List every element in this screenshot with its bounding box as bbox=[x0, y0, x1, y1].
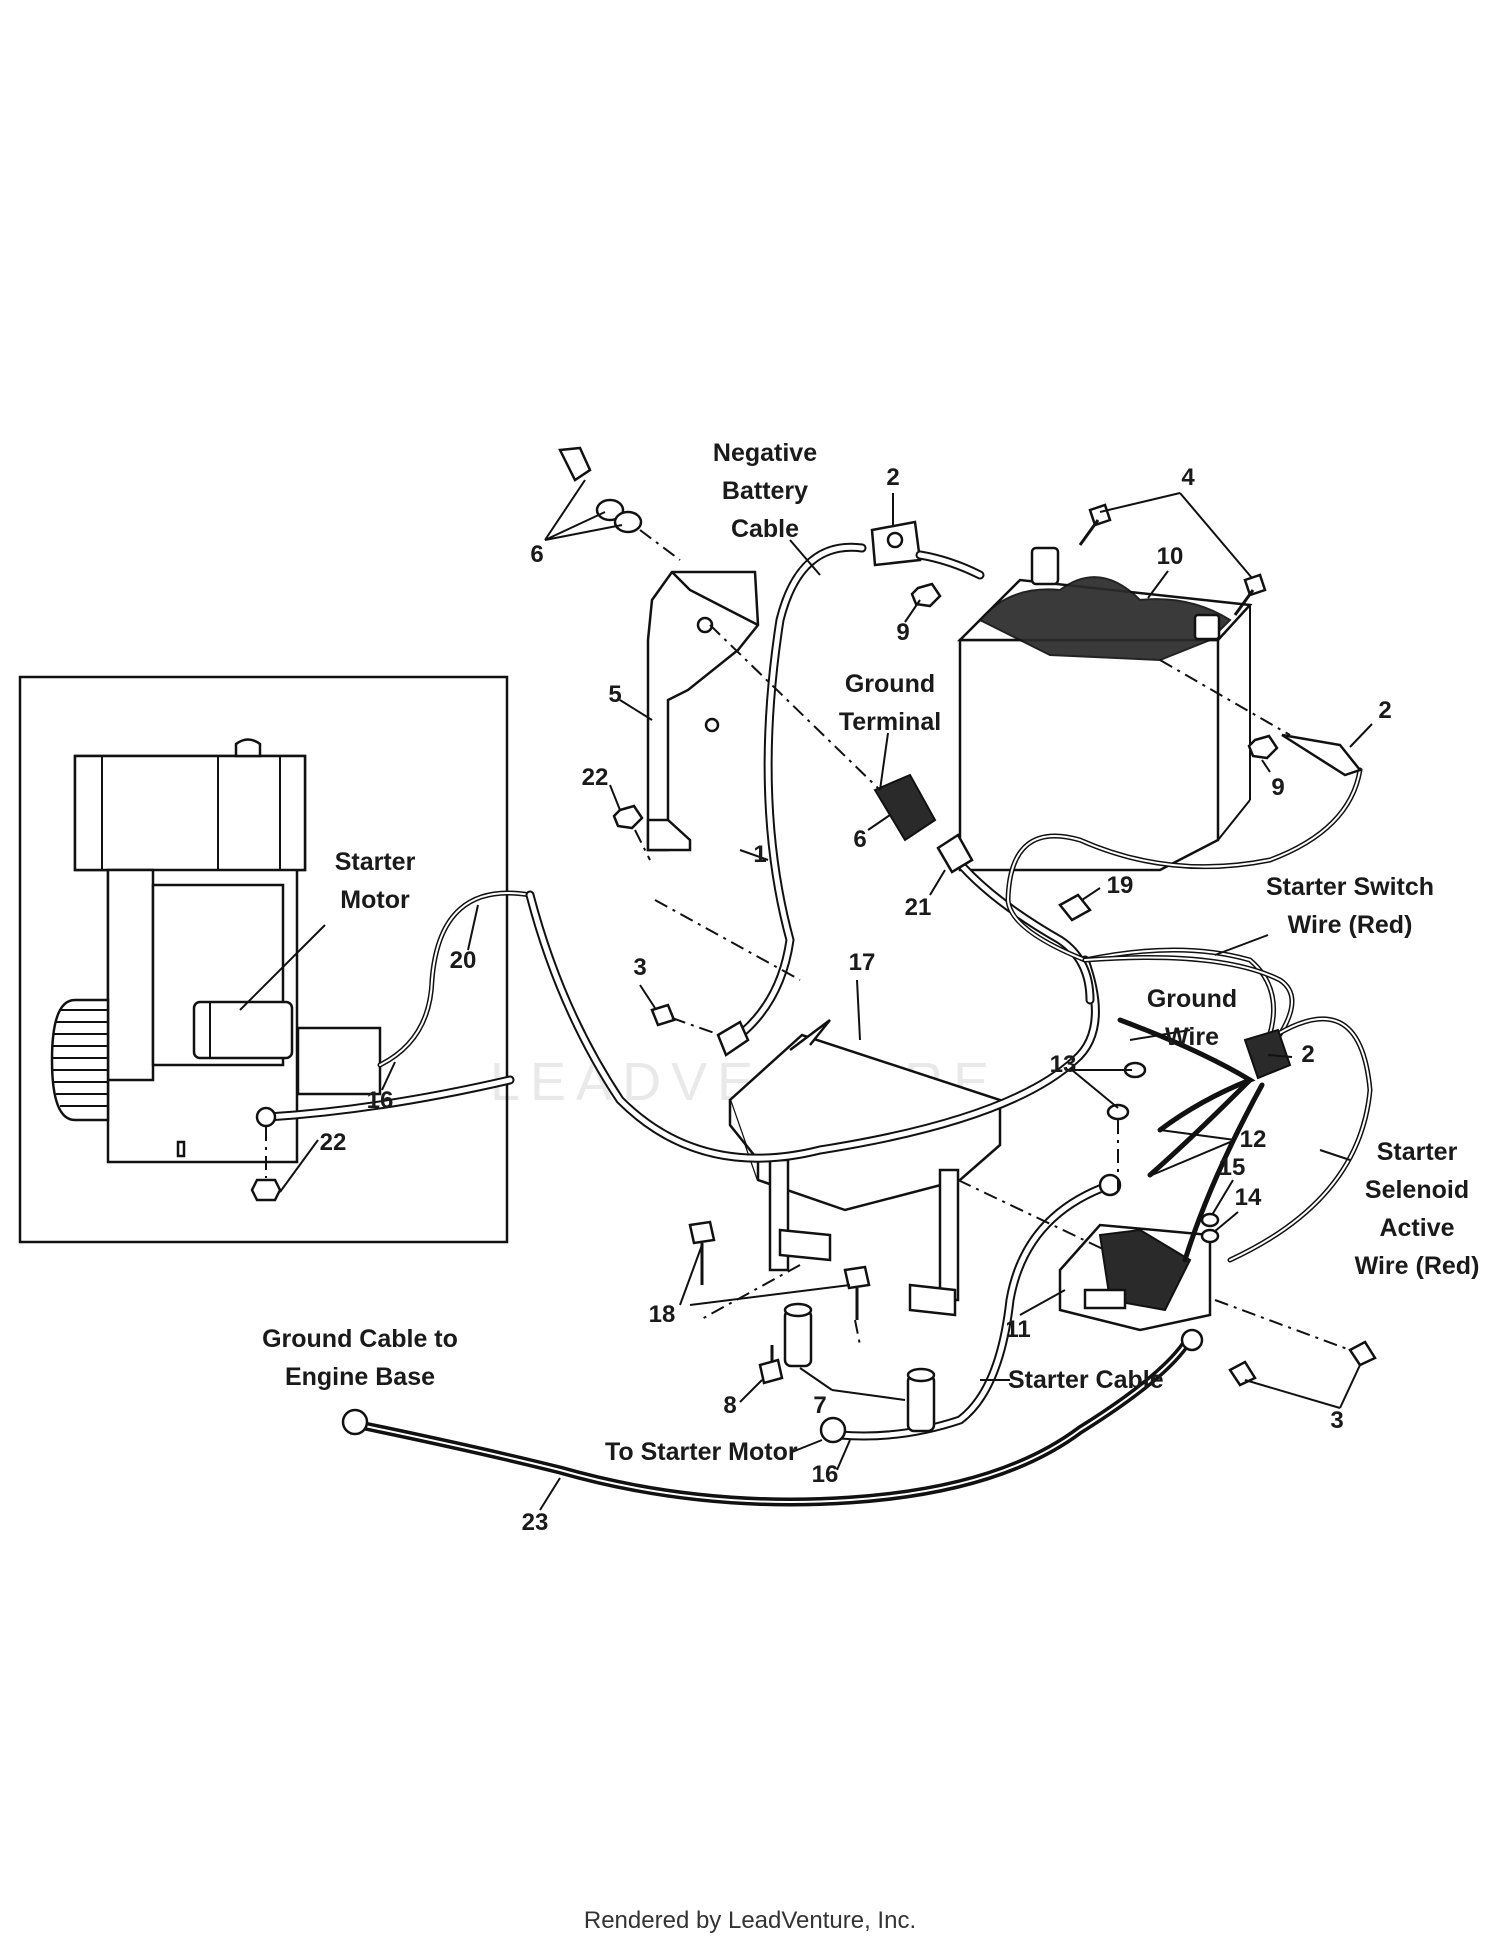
label-starter-solenoid-wire: Starter Selenoid Active Wire (Red) bbox=[1355, 1138, 1480, 1280]
callout-3-right: 3 bbox=[1330, 1407, 1343, 1434]
callout-22-main: 22 bbox=[582, 764, 609, 791]
label-ground-wire: Ground Wire bbox=[1147, 985, 1237, 1051]
label-starter-solenoid-wire-4: Wire (Red) bbox=[1355, 1252, 1480, 1280]
callout-6-lower: 6 bbox=[853, 826, 866, 853]
callout-10: 10 bbox=[1157, 543, 1184, 570]
callout-19: 19 bbox=[1107, 872, 1134, 899]
label-starter-motor-1: Starter bbox=[335, 848, 416, 876]
label-starter-solenoid-wire-2: Selenoid bbox=[1365, 1176, 1469, 1204]
callout-9-top: 9 bbox=[896, 619, 909, 646]
label-starter-switch-wire-1: Starter Switch bbox=[1266, 873, 1434, 901]
callout-23: 23 bbox=[522, 1509, 549, 1536]
footer-credit: Rendered by LeadVenture, Inc. bbox=[584, 1907, 916, 1934]
callout-18: 18 bbox=[649, 1301, 676, 1328]
callout-17: 17 bbox=[849, 949, 876, 976]
callout-12: 12 bbox=[1240, 1126, 1267, 1153]
engine-inset bbox=[18, 675, 533, 1244]
label-to-starter-motor: To Starter Motor bbox=[605, 1438, 798, 1466]
callout-6-top: 6 bbox=[530, 541, 543, 568]
label-starter-switch-wire: Starter Switch Wire (Red) bbox=[1266, 873, 1434, 939]
label-negative-battery-cable-1: Negative bbox=[713, 439, 817, 467]
label-ground-cable-engine-2: Engine Base bbox=[285, 1363, 435, 1391]
starter-solenoid bbox=[1058, 1223, 1212, 1332]
label-ground-terminal: Ground Terminal bbox=[839, 670, 941, 736]
label-ground-cable-engine: Ground Cable to Engine Base bbox=[262, 1325, 458, 1391]
callout-2-mid: 2 bbox=[1301, 1041, 1314, 1068]
callout-21: 21 bbox=[905, 894, 932, 921]
label-ground-wire-1: Ground bbox=[1147, 985, 1237, 1013]
callout-3-left: 3 bbox=[633, 954, 646, 981]
battery-bracket bbox=[646, 570, 760, 852]
callout-2-right: 2 bbox=[1378, 697, 1391, 724]
label-ground-cable-engine-1: Ground Cable to bbox=[262, 1325, 458, 1353]
label-ground-wire-2: Wire bbox=[1165, 1023, 1219, 1051]
label-starter-solenoid-wire-3: Active bbox=[1379, 1214, 1454, 1242]
callout-13: 13 bbox=[1050, 1051, 1077, 1078]
label-starter-motor: Starter Motor bbox=[335, 848, 416, 914]
callout-1: 1 bbox=[753, 841, 766, 868]
callout-11: 11 bbox=[1005, 1316, 1030, 1343]
label-negative-battery-cable-2: Battery bbox=[722, 477, 808, 505]
callout-14: 14 bbox=[1235, 1184, 1262, 1211]
label-ground-terminal-2: Terminal bbox=[839, 708, 941, 736]
callout-5: 5 bbox=[608, 681, 621, 708]
battery bbox=[956, 546, 1253, 872]
label-negative-battery-cable-3: Cable bbox=[731, 515, 799, 543]
callout-7: 7 bbox=[813, 1392, 826, 1419]
callout-20: 20 bbox=[450, 947, 477, 974]
label-starter-switch-wire-2: Wire (Red) bbox=[1288, 911, 1413, 939]
callout-16-inset: 16 bbox=[367, 1087, 394, 1114]
label-starter-motor-2: Motor bbox=[340, 886, 410, 914]
callout-15: 15 bbox=[1219, 1154, 1246, 1181]
callout-2-top: 2 bbox=[886, 464, 899, 491]
callout-4: 4 bbox=[1181, 464, 1195, 491]
label-starter-cable: Starter Cable bbox=[1008, 1366, 1164, 1394]
label-negative-battery-cable: Negative Battery Cable bbox=[713, 439, 817, 543]
callout-9-right: 9 bbox=[1271, 774, 1284, 801]
callout-8: 8 bbox=[723, 1392, 736, 1419]
callout-22-inset: 22 bbox=[320, 1129, 347, 1156]
callouts: 1 2 2 2 2 3 3 4 5 6 6 7 8 9 9 10 11 12 1… bbox=[320, 464, 1392, 1536]
callout-16-bottom: 16 bbox=[812, 1461, 839, 1488]
label-starter-solenoid-wire-1: Starter bbox=[1377, 1138, 1458, 1166]
label-ground-terminal-1: Ground bbox=[845, 670, 935, 698]
